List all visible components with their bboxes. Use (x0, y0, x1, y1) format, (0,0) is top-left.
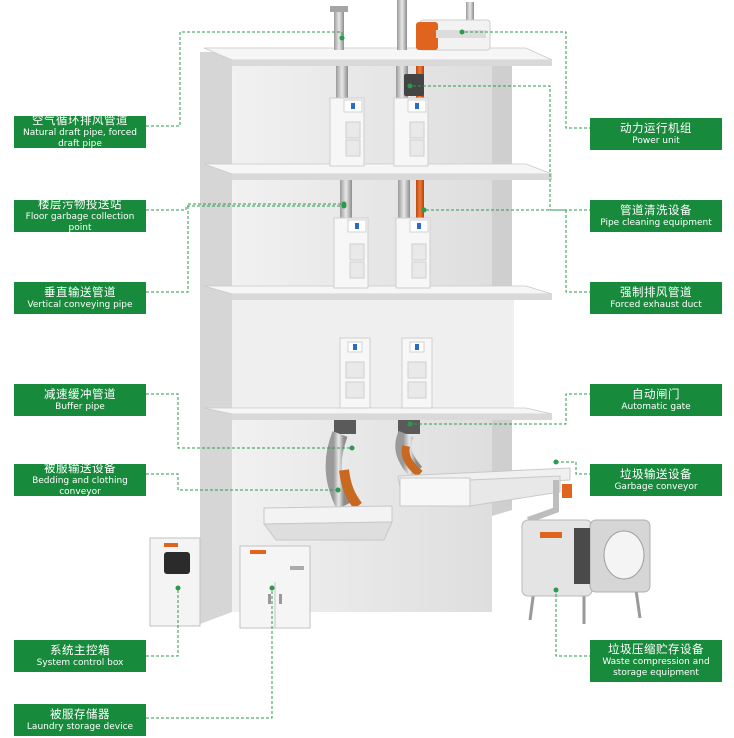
label-en: Pipe cleaning equipment (600, 217, 712, 228)
label-zh: 被服存储器 (50, 708, 110, 721)
label-buffer-pipe: 减速缓冲管道 Buffer pipe (14, 384, 146, 416)
buffer-pipes (325, 420, 423, 510)
label-en: Laundry storage device (26, 721, 134, 732)
label-power-unit: 动力运行机组 Power unit (590, 118, 722, 150)
label-vertical-pipe: 垂直输送管道 Vertical conveying pipe (14, 282, 146, 314)
label-en: Vertical conveying pipe (27, 299, 133, 310)
label-zh: 垃圾压缩贮存设备 (608, 644, 704, 656)
label-garbage-conveyor: 垃圾输送设备 Garbage conveyor (590, 464, 722, 496)
label-bedding-conveyor: 被服输送设备 Bedding and clothing conveyor (14, 463, 146, 497)
label-zh: 垂直输送管道 (44, 286, 116, 299)
label-en: Bedding and clothing conveyor (32, 476, 128, 497)
leader-dots (175, 29, 559, 593)
label-en: Forced exhaust duct (610, 299, 702, 310)
station-1a (329, 97, 365, 167)
collection-stations (329, 97, 433, 409)
station-2b (395, 217, 431, 289)
station-1b (393, 97, 429, 167)
label-zh: 强制排风管道 (620, 286, 692, 299)
label-en: Buffer pipe (55, 401, 105, 412)
leader-lines (146, 31, 592, 719)
label-zh: 楼层污物投送站 (38, 199, 122, 211)
station-3b (401, 337, 433, 409)
station-2a (333, 217, 369, 289)
laundry-storage (239, 545, 311, 629)
label-floor-collection-point: 楼层污物投送站 Floor garbage collection point (14, 199, 146, 233)
bedding-conveyor (263, 505, 393, 541)
waste-compressor (521, 519, 651, 624)
power-unit (416, 19, 491, 51)
label-automatic-gate: 自动闸门 Automatic gate (590, 384, 722, 416)
control-box (149, 537, 201, 627)
label-zh: 自动闸门 (632, 388, 680, 401)
label-zh: 空气循环排风管道 (32, 115, 128, 127)
label-en: Automatic gate (621, 401, 691, 412)
label-zh: 管道清洗设备 (620, 204, 692, 217)
label-control-box: 系统主控箱 System control box (14, 640, 146, 672)
label-zh: 被服输送设备 (44, 463, 116, 475)
label-en: System control box (36, 657, 124, 668)
vertical-conveying-pipe (336, 66, 424, 224)
label-en: Garbage conveyor (614, 481, 698, 492)
station-3a (339, 337, 371, 409)
label-zh: 垃圾输送设备 (620, 468, 692, 481)
label-forced-exhaust: 强制排风管道 Forced exhaust duct (590, 282, 722, 314)
exhaust-pipes-top (330, 0, 474, 50)
label-en: Natural draft pipe, forced draft pipe (23, 128, 137, 149)
label-zh: 系统主控箱 (50, 644, 110, 657)
label-waste-compression: 垃圾压缩贮存设备 Waste compression and storage e… (590, 640, 722, 682)
label-pipe-cleaning: 管道清洗设备 Pipe cleaning equipment (590, 200, 722, 232)
label-en: Power unit (632, 135, 680, 146)
label-zh: 减速缓冲管道 (44, 388, 116, 401)
label-en: Waste compression and storage equipment (602, 657, 710, 678)
label-exhaust-pipe: 空气循环排风管道 Natural draft pipe, forced draf… (14, 115, 146, 149)
label-zh: 动力运行机组 (620, 122, 692, 135)
label-laundry-storage: 被服存储器 Laundry storage device (14, 704, 146, 736)
label-en: Floor garbage collection point (25, 212, 135, 233)
garbage-conveyor (397, 467, 572, 523)
